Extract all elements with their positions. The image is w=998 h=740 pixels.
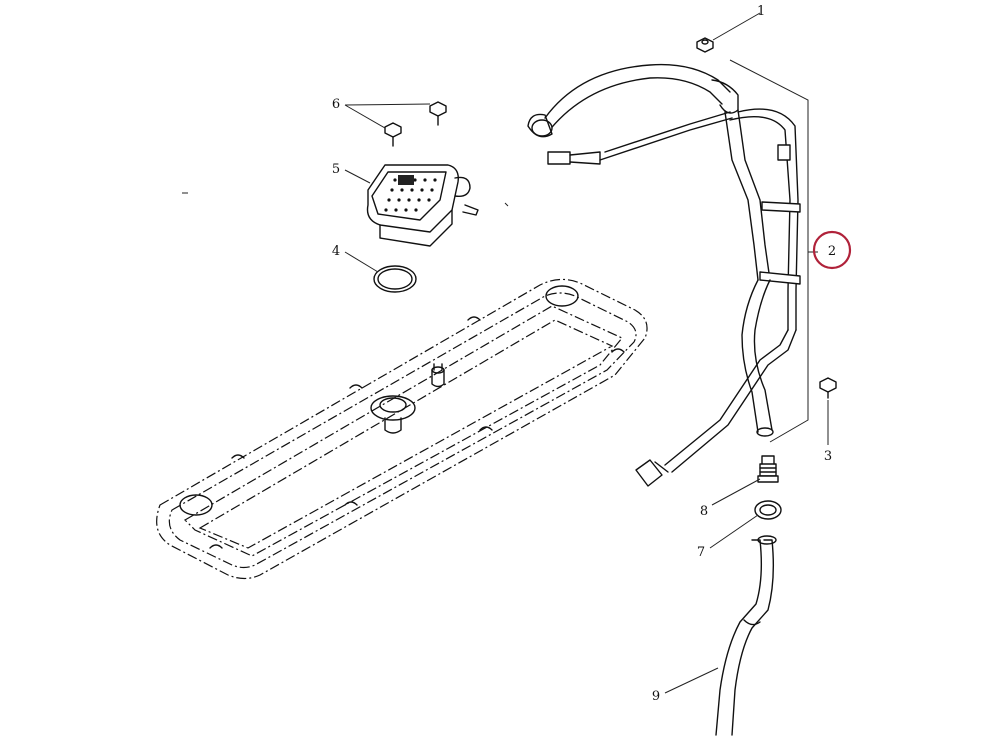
nut-1: [696, 37, 714, 53]
callout-4: 4: [332, 244, 340, 259]
fitting-8: [757, 455, 779, 483]
callout-1: 1: [757, 4, 765, 19]
callout-8: 8: [700, 504, 708, 519]
callout-9: 9: [652, 689, 660, 704]
callout-2: 2: [828, 244, 836, 259]
highlight-circle-2: [812, 230, 852, 270]
callout-7: 7: [697, 545, 705, 560]
breather-separator-5: [366, 164, 479, 247]
o-ring-4: [373, 265, 417, 293]
valve-cover-phantom: [156, 278, 648, 580]
screw-6b: [429, 101, 447, 126]
callout-3: 3: [824, 449, 832, 464]
leader-lines: [182, 12, 829, 694]
callout-5: 5: [332, 162, 340, 177]
callout-6: 6: [332, 97, 340, 112]
screw-3: [819, 377, 837, 399]
screw-6a: [384, 122, 402, 147]
breather-hose-assembly-2: [527, 63, 801, 487]
clamp-7: [754, 500, 782, 520]
hose-9: [715, 535, 777, 736]
